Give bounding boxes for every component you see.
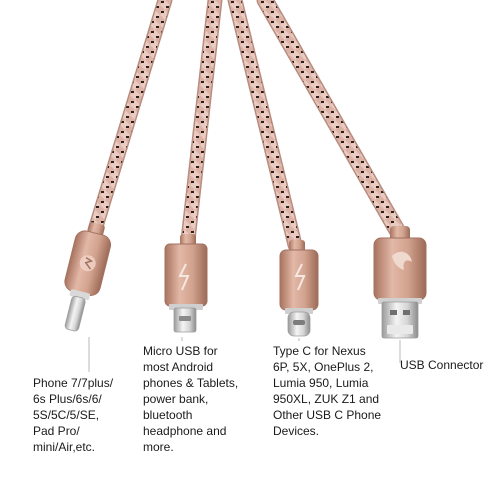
caption-line: Other USB C Phone <box>273 408 382 422</box>
caption-line: Type C for Nexus <box>273 344 366 358</box>
caption-line: mini/Air,etc. <box>33 440 96 454</box>
caption-line: power bank, <box>143 392 209 406</box>
usb-a-plug-icon <box>373 226 427 339</box>
caption-line: 6s Plus/6s/6/ <box>33 392 102 406</box>
usb-connector-caption: USB Connector <box>400 357 483 373</box>
caption-line: Devices. <box>273 424 320 438</box>
caption-line: 6P, 5X, OnePlus 2, <box>273 360 374 374</box>
caption-line: bluetooth <box>143 408 193 422</box>
caption-line: more. <box>143 440 174 454</box>
caption-line: 950XL, ZUK Z1 and <box>273 392 380 406</box>
caption-line: 5S/5C/5/SE, <box>33 408 100 422</box>
caption-line: USB Connector <box>400 358 484 372</box>
type-c-caption: Type C for Nexus 6P, 5X, OnePlus 2, Lumi… <box>273 343 381 439</box>
caption-line: Phone 7/7plus/ <box>33 376 114 390</box>
type-c-plug-icon <box>279 240 319 337</box>
caption-line: headphone and <box>143 424 227 438</box>
caption-line: phones & Tablets, <box>143 376 239 390</box>
lightning-caption: Phone 7/7plus/ 6s Plus/6s/6/ 5S/5C/5/SE,… <box>33 375 113 455</box>
micro-usb-plug-icon <box>164 234 208 333</box>
caption-line: most Android <box>143 360 214 374</box>
caption-line: Lumia 950, Lumia <box>273 376 369 390</box>
micro-usb-caption: Micro USB for most Android phones & Tabl… <box>143 343 238 455</box>
braided-cables <box>87 0 407 253</box>
caption-line: Micro USB for <box>143 344 218 358</box>
caption-line: Pad Pro/ <box>33 424 80 438</box>
leader-lines <box>88 337 401 372</box>
lightning-plug-icon <box>64 222 112 332</box>
